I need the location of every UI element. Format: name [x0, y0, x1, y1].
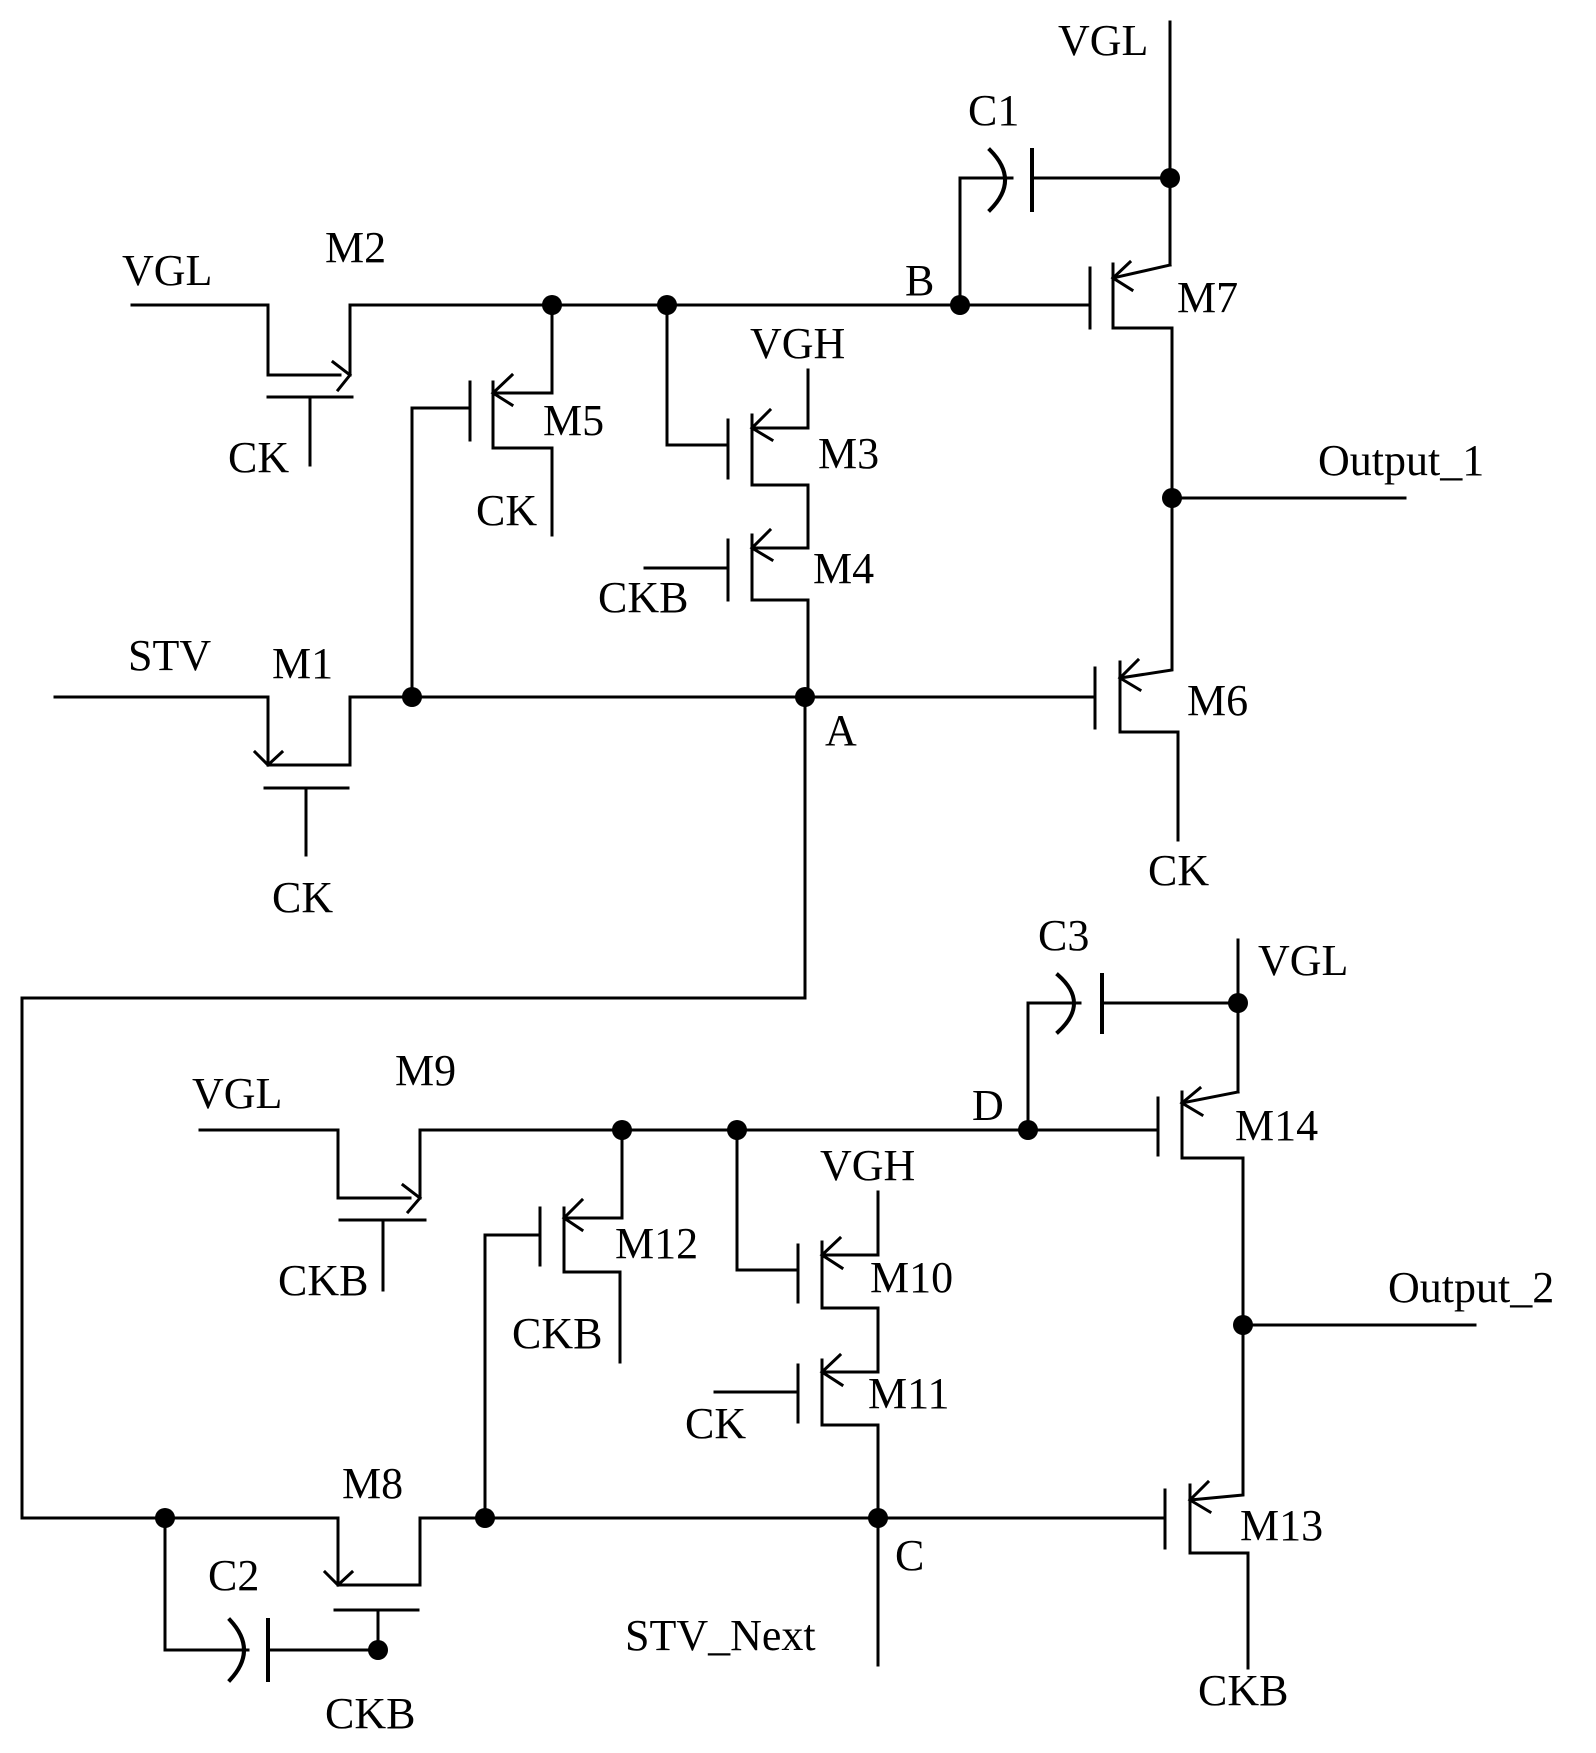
junction-node-c	[868, 1508, 888, 1528]
m6-source	[1120, 498, 1172, 678]
label-vgl-right: VGL	[1258, 936, 1348, 985]
junction-node-a	[795, 687, 815, 707]
label-ck-m1: CK	[272, 873, 333, 922]
junction-vgl-c3	[1228, 993, 1248, 1013]
transistor-m6	[1095, 498, 1178, 840]
capacitor-c2	[165, 1518, 378, 1680]
transistor-m1	[55, 697, 350, 855]
label-m14: M14	[1235, 1101, 1318, 1150]
c1-left-wire	[960, 178, 1012, 305]
transistor-m7	[1090, 262, 1172, 498]
label-ckb-m13: CKB	[1198, 1666, 1288, 1715]
label-c3: C3	[1038, 911, 1089, 960]
m13-drain	[1190, 1553, 1248, 1668]
label-c2: C2	[208, 1551, 259, 1600]
label-ck-m2: CK	[228, 433, 289, 482]
label-m6: M6	[1187, 676, 1248, 725]
lower-stage: C3 VGL VGL M9 D M14 VGH M12 M10 CKB Outp…	[155, 911, 1554, 1738]
label-stv: STV	[128, 631, 211, 680]
label-m8: M8	[342, 1459, 403, 1508]
label-m11: M11	[868, 1369, 950, 1418]
m11-arrow	[822, 1355, 842, 1385]
label-node-c: C	[895, 1531, 924, 1580]
m5-arrow	[493, 375, 512, 405]
junction-vgl-c1	[1160, 168, 1180, 188]
label-node-a: A	[825, 706, 857, 755]
transistor-m14	[1158, 1088, 1243, 1325]
label-m1: M1	[272, 639, 333, 688]
m1-left-wire	[55, 697, 268, 765]
label-m7: M7	[1177, 273, 1238, 322]
m11-drain	[822, 1425, 878, 1518]
label-node-b: B	[905, 256, 934, 305]
m5-gate-wire	[412, 408, 470, 697]
label-m10: M10	[870, 1253, 953, 1302]
a-to-m8-wire	[22, 697, 805, 1518]
label-ck-m5: CK	[476, 486, 537, 535]
label-m2: M2	[325, 223, 386, 272]
label-ckb-m8: CKB	[325, 1689, 415, 1738]
junction-m1-m5	[402, 687, 422, 707]
m10-drain	[822, 1308, 878, 1362]
label-ck-m11: CK	[685, 1399, 746, 1448]
label-m12: M12	[615, 1219, 698, 1268]
m4-drain	[752, 600, 808, 697]
junction-m9-m12	[612, 1120, 632, 1140]
junction-node-b	[950, 295, 970, 315]
label-vgh-m10: VGH	[820, 1141, 915, 1190]
m12-arrow	[564, 1200, 582, 1230]
label-ckb-m12: CKB	[512, 1309, 602, 1358]
m2-left-wire	[132, 305, 340, 375]
junction-c2-left	[155, 1508, 175, 1528]
m10-arrow	[822, 1238, 842, 1268]
junction-output-1	[1162, 488, 1182, 508]
transistor-m13	[1165, 1325, 1248, 1668]
label-node-d: D	[972, 1081, 1004, 1130]
label-vgl-top: VGL	[1058, 16, 1148, 65]
m14-drain	[1182, 1158, 1243, 1325]
m7-drain	[1113, 328, 1172, 498]
m9-left-wire	[200, 1130, 410, 1198]
label-m5: M5	[543, 396, 604, 445]
label-ckb-m9: CKB	[278, 1256, 368, 1305]
label-vgl-m2: VGL	[122, 246, 212, 295]
junction-m2-m5	[542, 295, 562, 315]
junction-c2-m8-gate	[368, 1640, 388, 1660]
label-ckb-m4: CKB	[598, 573, 688, 622]
label-m13: M13	[1240, 1501, 1323, 1550]
label-stv-next: STV_Next	[625, 1611, 816, 1660]
label-vgh-m3: VGH	[750, 319, 845, 368]
label-vgl-m9: VGL	[192, 1069, 282, 1118]
c3-left-wire	[1028, 1003, 1080, 1130]
upper-stage: VGL C1 VGL M2 B M7 VGH M5 M3 CK CK Outpu…	[22, 16, 1484, 1518]
label-m4: M4	[813, 544, 874, 593]
junction-m10-gate	[727, 1120, 747, 1140]
junction-output-2	[1233, 1315, 1253, 1335]
junction-m3-gate	[657, 295, 677, 315]
transistor-m8	[165, 1518, 420, 1650]
junction-node-d	[1018, 1120, 1038, 1140]
label-m3: M3	[818, 429, 879, 478]
m10-gate-wire	[737, 1130, 798, 1270]
label-output-1: Output_1	[1318, 436, 1484, 485]
m12-gate-wire	[485, 1235, 540, 1518]
c1-curved-plate	[990, 150, 1005, 210]
m3-arrow	[752, 410, 772, 440]
label-ck-m6: CK	[1148, 846, 1209, 895]
junction-m8-m12	[475, 1508, 495, 1528]
label-c1: C1	[968, 86, 1019, 135]
m6-drain	[1120, 732, 1178, 840]
m13-source	[1190, 1325, 1243, 1500]
m4-arrow	[752, 530, 772, 560]
m3-gate-wire	[667, 305, 728, 445]
label-output-2: Output_2	[1388, 1263, 1554, 1312]
m3-drain	[752, 485, 808, 540]
label-m9: M9	[395, 1046, 456, 1095]
